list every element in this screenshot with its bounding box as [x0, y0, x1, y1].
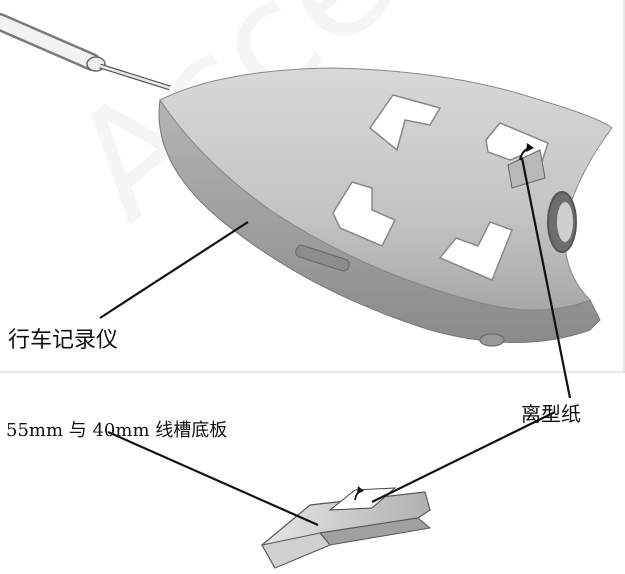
leader-lines: [99, 157, 572, 527]
leader-plate: [107, 430, 319, 527]
leader-dashcam: [99, 221, 249, 319]
pad-bottom-left: [332, 181, 397, 247]
release-liner-peel: [507, 143, 546, 189]
label-release-liner: 离型纸: [521, 402, 581, 426]
adhesive-pads: [332, 94, 549, 281]
mount-plate: [261, 486, 432, 569]
leader-liner-plate: [371, 411, 556, 503]
label-dashcam: 行车记录仪: [8, 328, 119, 353]
leader-liner-device: [520, 157, 572, 399]
pad-bottom-right: [438, 221, 513, 281]
power-cable: [0, 13, 171, 91]
device-frame: [0, 0, 625, 373]
pad-top-left: [368, 94, 442, 152]
label-mount-plate: 55mm 与 40mm 线槽底板: [6, 420, 228, 441]
